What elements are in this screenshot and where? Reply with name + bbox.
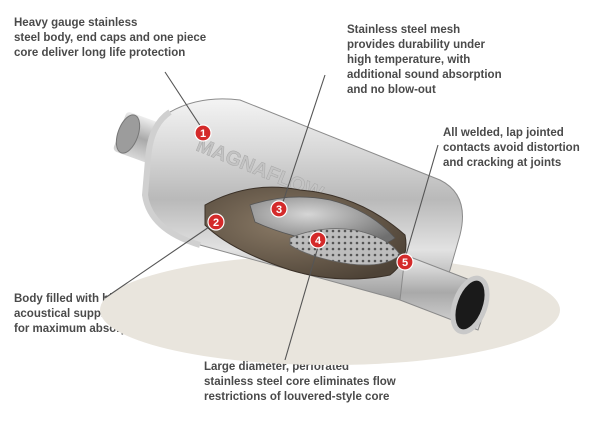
badge-3: 3 (270, 200, 288, 218)
badge-1-number: 1 (200, 128, 206, 140)
badge-2-number: 2 (213, 217, 219, 229)
outlet-pipe (399, 254, 490, 335)
callout-3-text: Stainless steel mesh provides durability… (347, 24, 502, 96)
callout-5-text: All welded, lap jointed contacts avoid d… (443, 127, 580, 169)
callout-1-text: Heavy gauge stainless steel body, end ca… (14, 17, 207, 59)
badge-3-number: 3 (276, 204, 282, 216)
badge-4-number: 4 (315, 235, 322, 247)
badge-1: 1 (194, 124, 212, 142)
badge-4: 4 (309, 231, 327, 249)
leader-line-4 (284, 246, 319, 361)
badge-5-number: 5 (402, 257, 408, 269)
leader-line-5 (405, 144, 439, 256)
badge-2: 2 (207, 213, 225, 231)
leader-line-1 (164, 71, 204, 131)
leader-line-2 (104, 224, 213, 299)
leader-lines (104, 71, 439, 361)
badge-5: 5 (396, 253, 414, 271)
leader-line-3 (281, 74, 326, 206)
